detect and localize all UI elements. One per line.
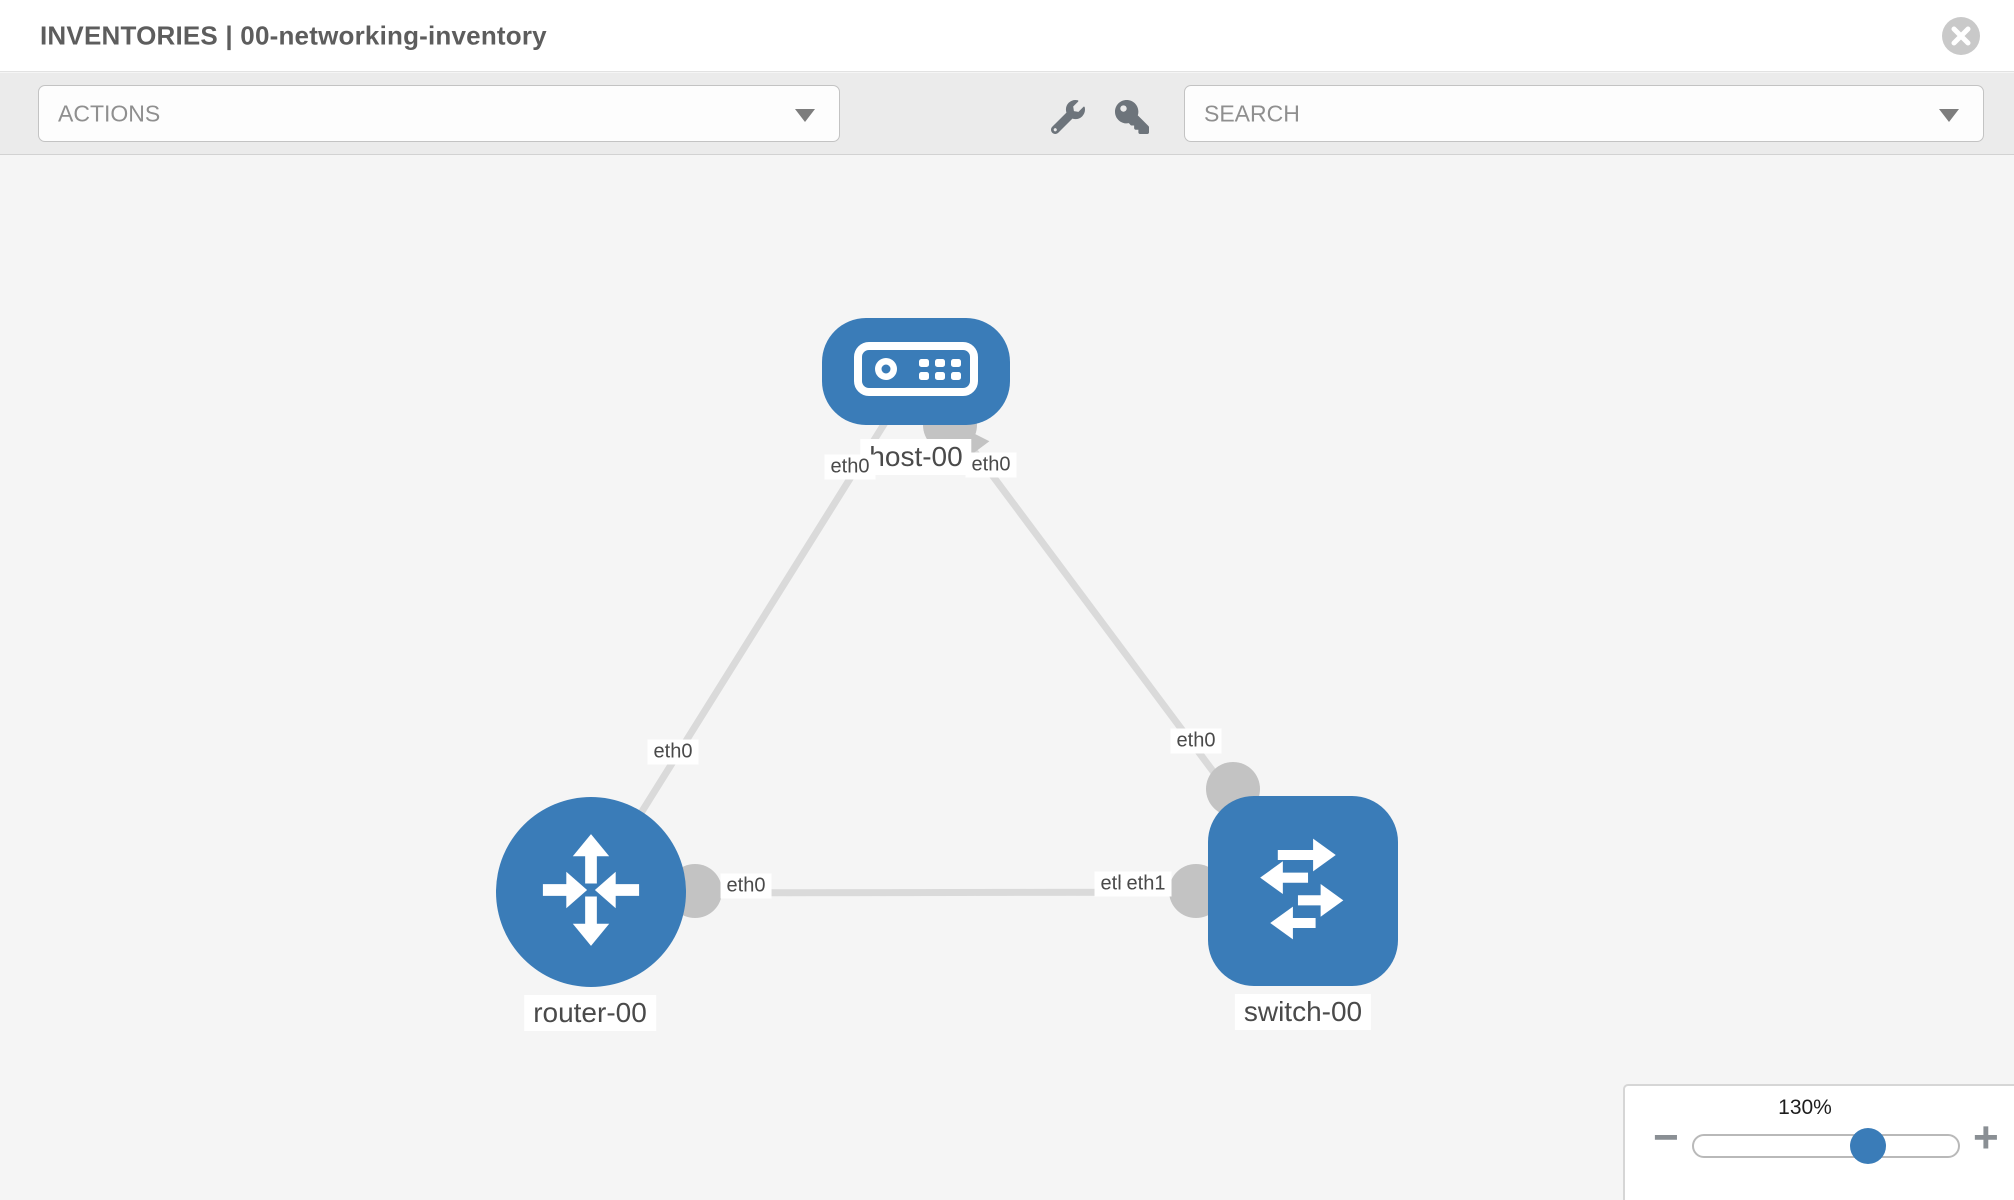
zoom-level-readout: 130%: [1778, 1096, 1832, 1119]
key-icon: [1115, 100, 1149, 134]
server-icon: [853, 341, 979, 402]
search-dropdown[interactable]: SEARCH: [1184, 85, 1984, 142]
chevron-down-icon: [1939, 108, 1959, 122]
node-switch-00[interactable]: [1208, 796, 1398, 986]
node-label-router-00: router-00: [524, 995, 656, 1031]
node-label-switch-00: switch-00: [1234, 994, 1372, 1030]
interface-label-router-right: eth0: [720, 873, 772, 899]
key-button[interactable]: [1110, 95, 1154, 139]
topology-canvas[interactable]: host-00 router-00 switch-00 eth0 eth0 et…: [0, 156, 2014, 1200]
zoom-slider-track[interactable]: [1692, 1128, 1960, 1164]
search-dropdown-value: SEARCH: [1204, 100, 1300, 126]
close-icon: [1950, 25, 1972, 47]
actions-dropdown-value: ACTIONS: [58, 100, 161, 126]
interface-label-host-left: eth0: [824, 454, 876, 480]
zoom-slider-handle[interactable]: [1850, 1128, 1886, 1164]
interface-label-host-right: eth0: [965, 452, 1017, 478]
header-bar: INVENTORIES | 00-networking-inventory: [0, 0, 2014, 72]
switch-arrows-icon: [1240, 826, 1366, 957]
interface-label-router-host-link: eth0: [647, 739, 699, 765]
node-host-00[interactable]: [822, 318, 1010, 425]
zoom-control-panel: 130% − +: [1623, 1084, 2014, 1200]
interface-label-switch-left: eth1: [1120, 871, 1172, 897]
node-router-00[interactable]: [496, 797, 686, 987]
toolbar: ACTIONS SEARCH: [0, 73, 2014, 155]
actions-dropdown[interactable]: ACTIONS: [38, 85, 840, 142]
interface-label-switch-top: eth0: [1170, 728, 1222, 754]
zoom-in-button[interactable]: +: [1973, 1113, 1999, 1162]
page-title: INVENTORIES | 00-networking-inventory: [40, 20, 547, 50]
router-arrows-icon: [526, 825, 656, 960]
wrench-icon: [1051, 100, 1085, 134]
close-button[interactable]: [1942, 17, 1980, 55]
configure-button[interactable]: [1046, 95, 1090, 139]
node-label-host-00: host-00: [860, 439, 972, 475]
links-layer: [588, 370, 1306, 918]
zoom-out-button[interactable]: −: [1653, 1113, 1679, 1162]
chevron-down-icon: [795, 108, 815, 122]
